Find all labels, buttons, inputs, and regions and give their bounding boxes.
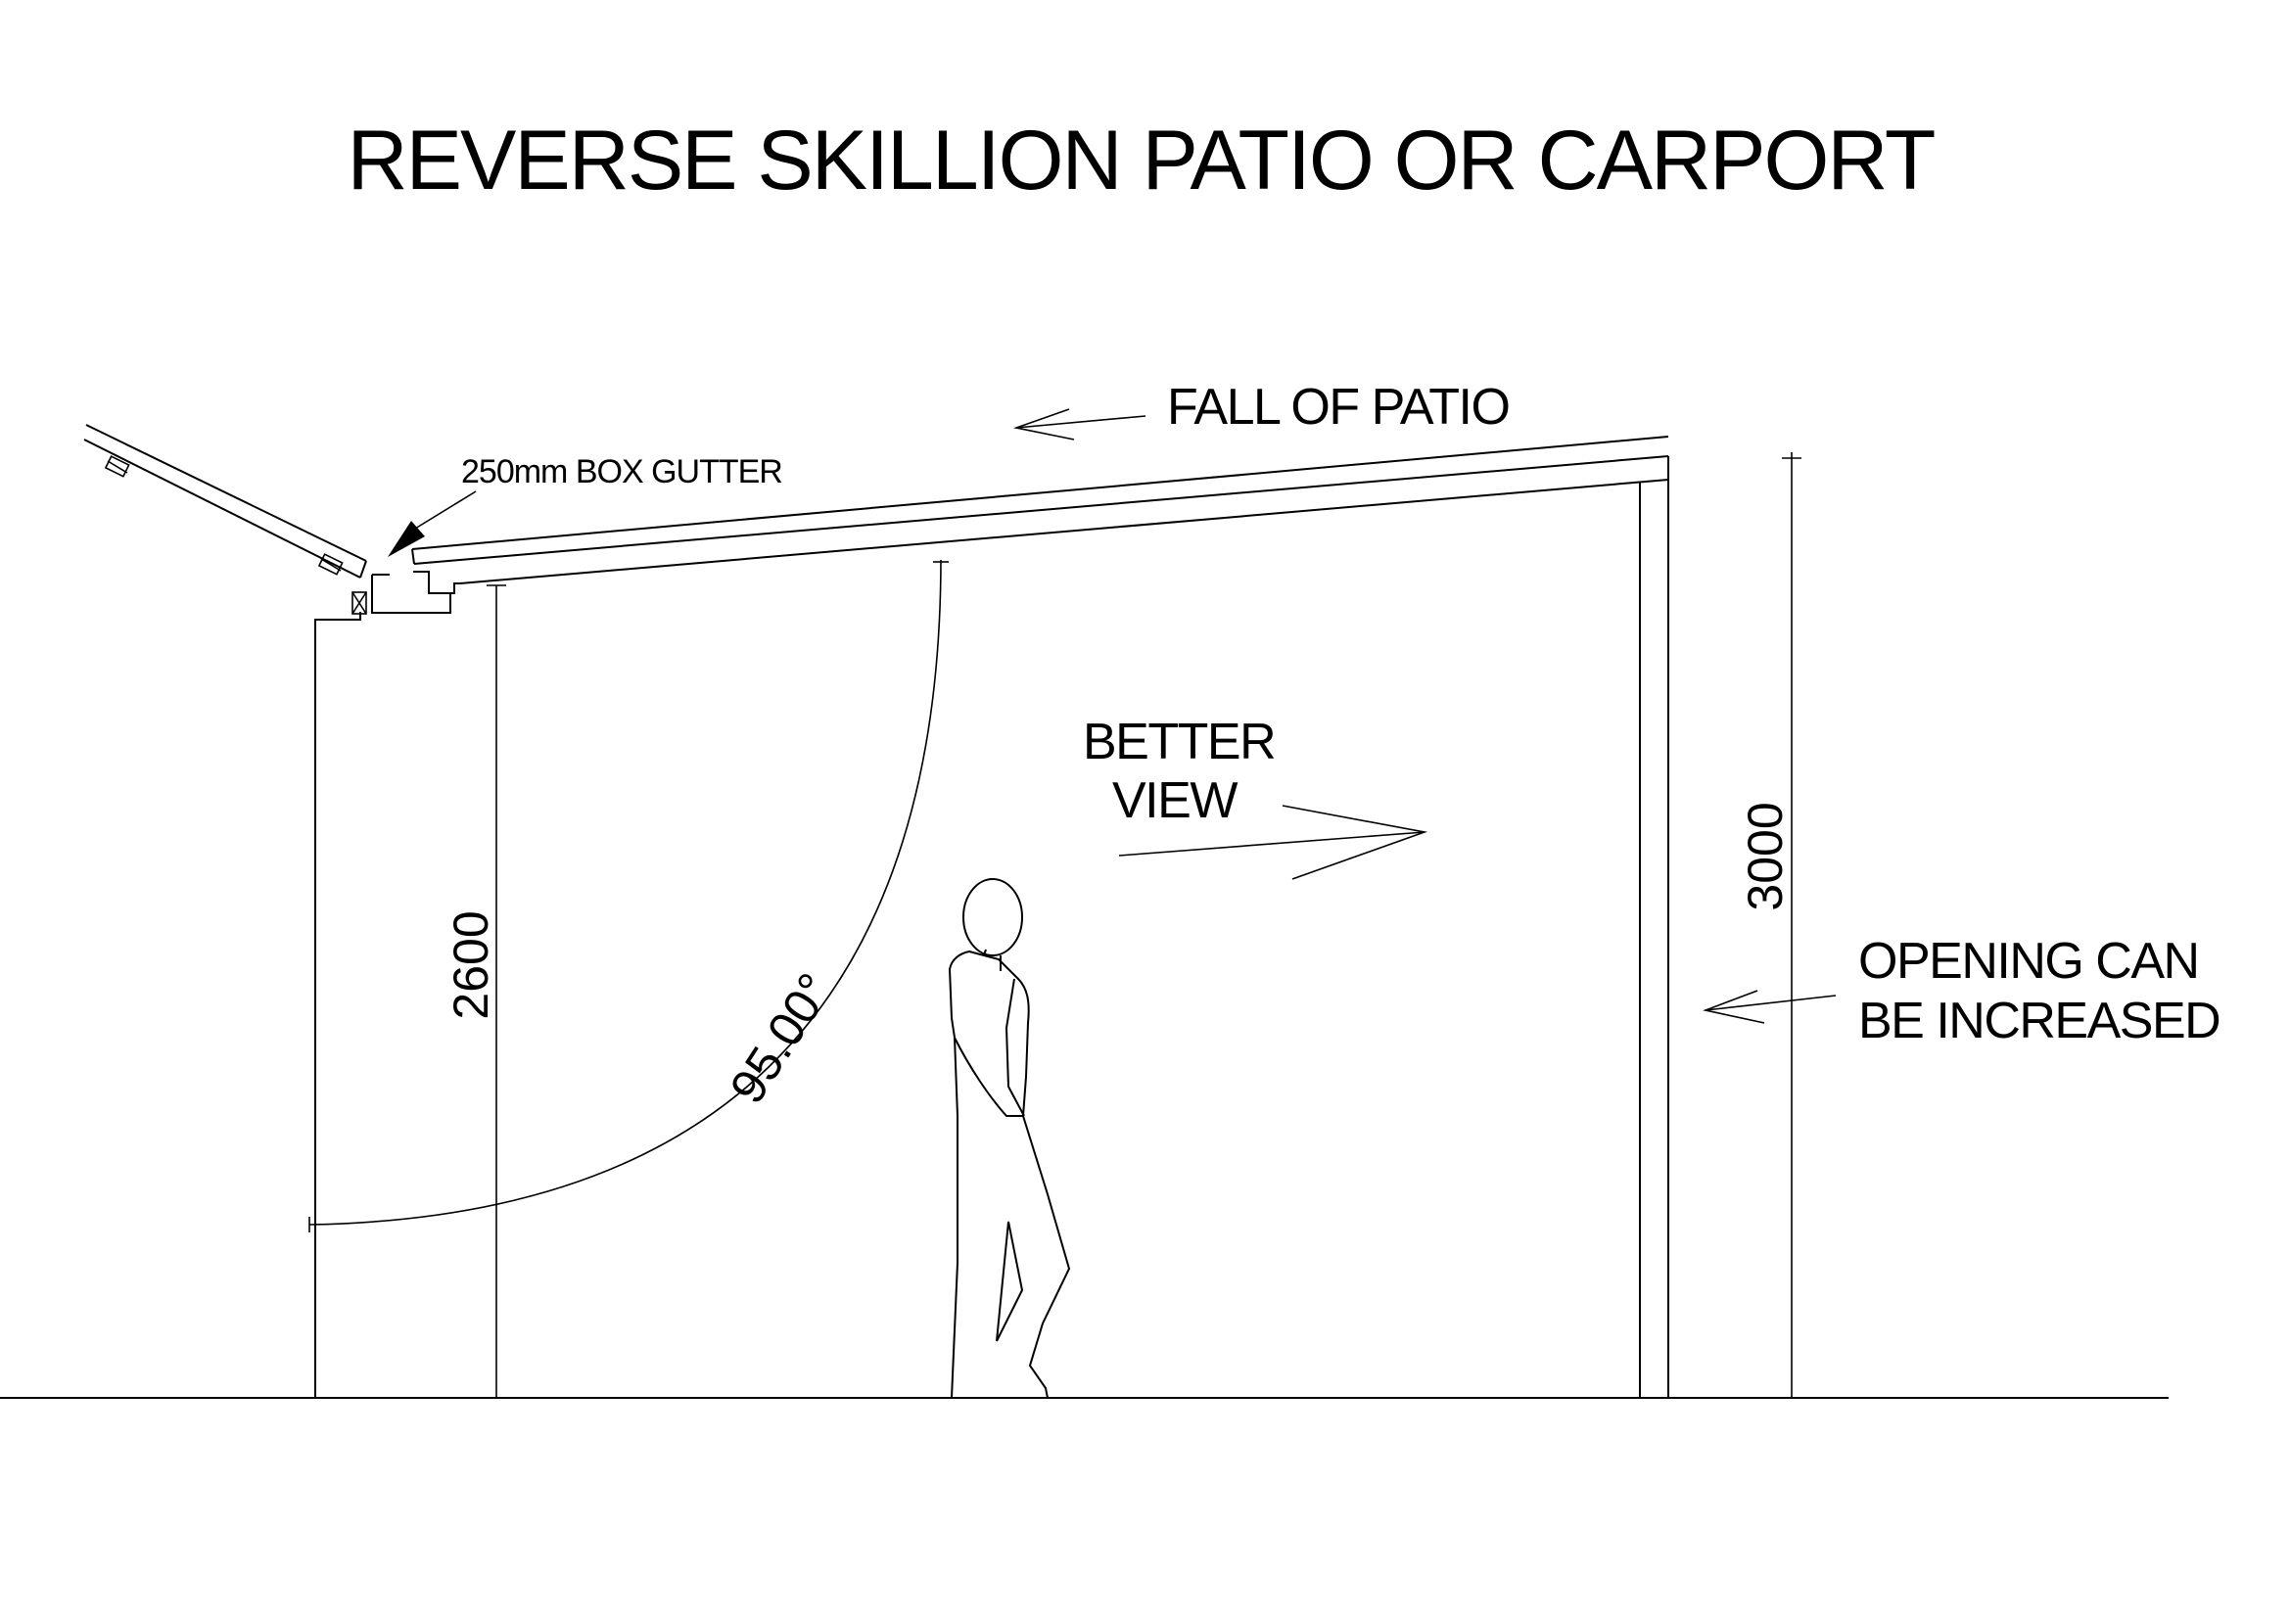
- page-title: REVERSE SKILLION PATIO OR CARPORT: [348, 114, 1935, 208]
- box-gutter-label: 250mm BOX GUTTER: [461, 453, 782, 490]
- left-height-dimension: [487, 584, 506, 1399]
- left-height-value: 2600: [444, 910, 498, 1019]
- opening-label-line2: BE INCREASED: [1858, 993, 2220, 1049]
- fall-of-patio-label: FALL OF PATIO: [1167, 379, 1509, 436]
- existing-house-roof: [83, 424, 367, 579]
- angle-value: 95.00°: [720, 964, 843, 1113]
- opening-arrow: [1703, 990, 1837, 1024]
- box-gutter-leader: [388, 490, 477, 557]
- person-figure: [948, 878, 1071, 1399]
- better-view-arrow: [1118, 805, 1428, 880]
- right-height-dimension: [1782, 452, 1801, 1399]
- opening-label-line1: OPENING CAN: [1858, 933, 2199, 990]
- front-post: [1639, 480, 1669, 1398]
- fall-of-patio-arrow: [1013, 408, 1146, 441]
- right-height-value: 3000: [1738, 802, 1793, 910]
- existing-house-wall: [314, 591, 367, 1398]
- patio-roof: [411, 436, 1669, 584]
- better-view-label-line1: BETTER: [1083, 714, 1275, 770]
- angle-arc: [308, 559, 949, 1232]
- better-view-label-line2: VIEW: [1112, 772, 1238, 829]
- box-gutter: [371, 571, 460, 614]
